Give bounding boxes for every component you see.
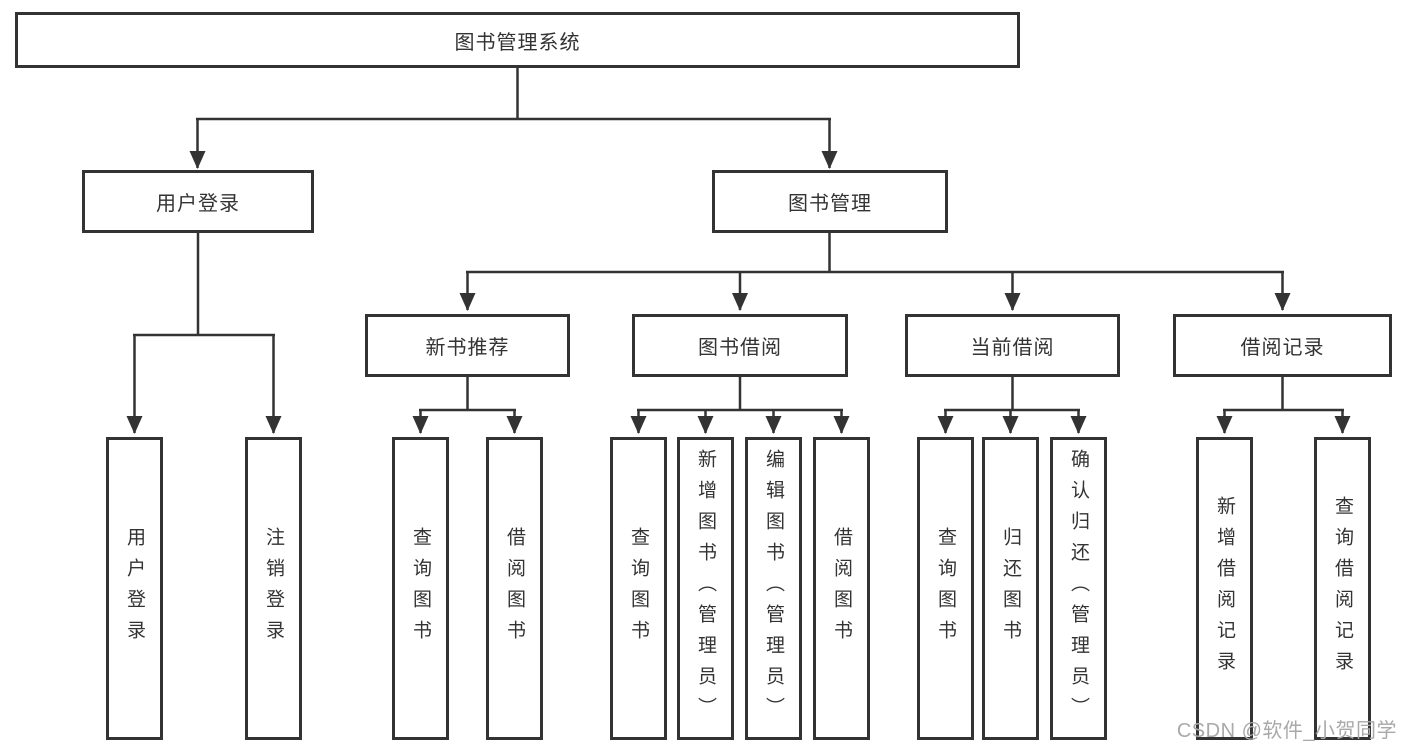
csdn-watermark: CSDN @软件_小贺同学	[1176, 720, 1397, 742]
leaf-query-books-1-label: 查询图书	[410, 526, 431, 651]
leaf-query-books-2: 查询图书	[610, 437, 667, 740]
leaf-add-book-admin: 新增图书（管理员）	[677, 437, 734, 740]
leaf-add-book-admin-label: 新增图书（管理员）	[695, 449, 716, 728]
leaf-user-login-label: 用户登录	[124, 526, 145, 651]
node-book-management: 图书管理	[712, 170, 948, 233]
leaf-return-book-label: 归还图书	[1000, 526, 1021, 651]
node-new-book-recommend: 新书推荐	[365, 314, 570, 377]
leaf-edit-book-admin: 编辑图书（管理员）	[745, 437, 802, 740]
node-current-borrow-label: 当前借阅	[970, 337, 1055, 359]
leaf-edit-book-admin-label: 编辑图书（管理员）	[763, 449, 784, 728]
leaf-borrow-books-1: 借阅图书	[486, 437, 543, 740]
leaf-borrow-books-2: 借阅图书	[813, 437, 870, 740]
node-book-management-label: 图书管理	[788, 193, 872, 215]
node-user-login-label: 用户登录	[156, 193, 240, 215]
leaf-user-login: 用户登录	[106, 437, 163, 740]
node-root: 图书管理系统	[15, 12, 1020, 68]
node-borrow-records-label: 借阅记录	[1240, 337, 1325, 359]
connector-lines	[126, 67, 1351, 434]
leaf-add-borrow-record-label: 新增借阅记录	[1214, 495, 1235, 682]
leaf-logout-label: 注销登录	[263, 526, 284, 651]
leaf-query-borrow-record: 查询借阅记录	[1314, 437, 1371, 740]
leaf-borrow-books-2-label: 借阅图书	[831, 526, 852, 651]
node-book-borrow-label: 图书借阅	[698, 337, 782, 359]
node-current-borrow: 当前借阅	[905, 314, 1120, 377]
leaf-query-books-3: 查询图书	[917, 437, 974, 740]
leaf-add-borrow-record: 新增借阅记录	[1196, 437, 1253, 740]
node-new-book-recommend-label: 新书推荐	[425, 337, 510, 359]
leaf-logout: 注销登录	[245, 437, 302, 740]
node-user-login: 用户登录	[82, 170, 314, 233]
leaf-query-books-1: 查询图书	[392, 437, 449, 740]
leaf-query-books-2-label: 查询图书	[628, 526, 649, 651]
leaf-borrow-books-1-label: 借阅图书	[504, 526, 525, 651]
leaf-query-books-3-label: 查询图书	[935, 526, 956, 651]
leaf-return-book: 归还图书	[982, 437, 1039, 740]
node-book-borrow: 图书借阅	[632, 314, 848, 377]
node-root-label: 图书管理系统	[454, 31, 581, 54]
leaf-query-borrow-record-label: 查询借阅记录	[1332, 495, 1353, 682]
leaf-confirm-return-admin: 确认归还（管理员）	[1050, 437, 1107, 740]
leaf-confirm-return-admin-label: 确认归还（管理员）	[1068, 449, 1089, 728]
node-borrow-records: 借阅记录	[1173, 314, 1392, 377]
